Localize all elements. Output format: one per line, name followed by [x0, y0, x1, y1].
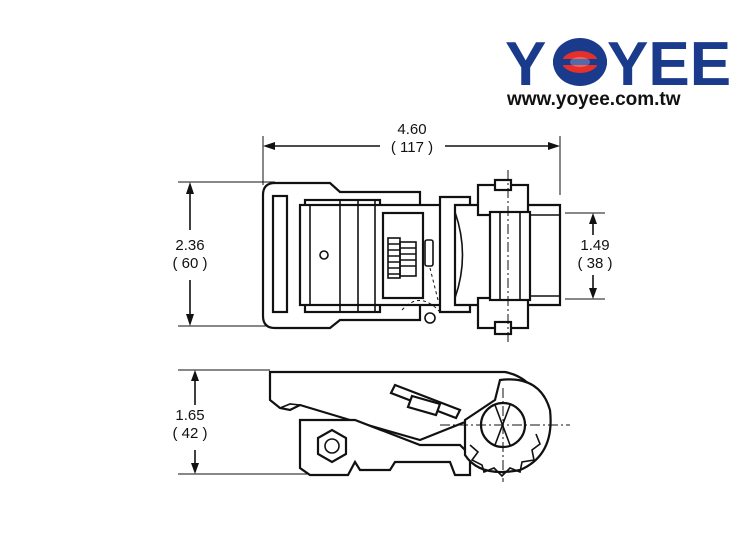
logo-o-emblem	[553, 38, 607, 86]
width-inch-label: 4.60	[397, 121, 426, 138]
height-mm-label: ( 60 )	[172, 255, 207, 272]
slot-mm-label: ( 38 )	[577, 255, 612, 272]
side-view: 1.65 ( 42 )	[172, 369, 570, 482]
logo-letters-yee: YEE	[607, 30, 731, 99]
logo-letter-y: Y	[505, 30, 546, 99]
width-mm-label: ( 117 )	[391, 139, 433, 156]
website-url: www.yoyee.com.tw	[506, 89, 681, 110]
height-inch-label: 2.36	[175, 237, 204, 254]
depth-inch-label: 1.65	[175, 407, 204, 424]
yoyee-logo: Y YEE www.yoyee.com.tw	[505, 30, 731, 110]
top-view: 4.60 ( 117 ) 2.36 ( 60 ) 1.49 ( 38 )	[172, 121, 613, 345]
depth-mm-label: ( 42 )	[172, 425, 207, 442]
slot-inch-label: 1.49	[580, 237, 609, 254]
